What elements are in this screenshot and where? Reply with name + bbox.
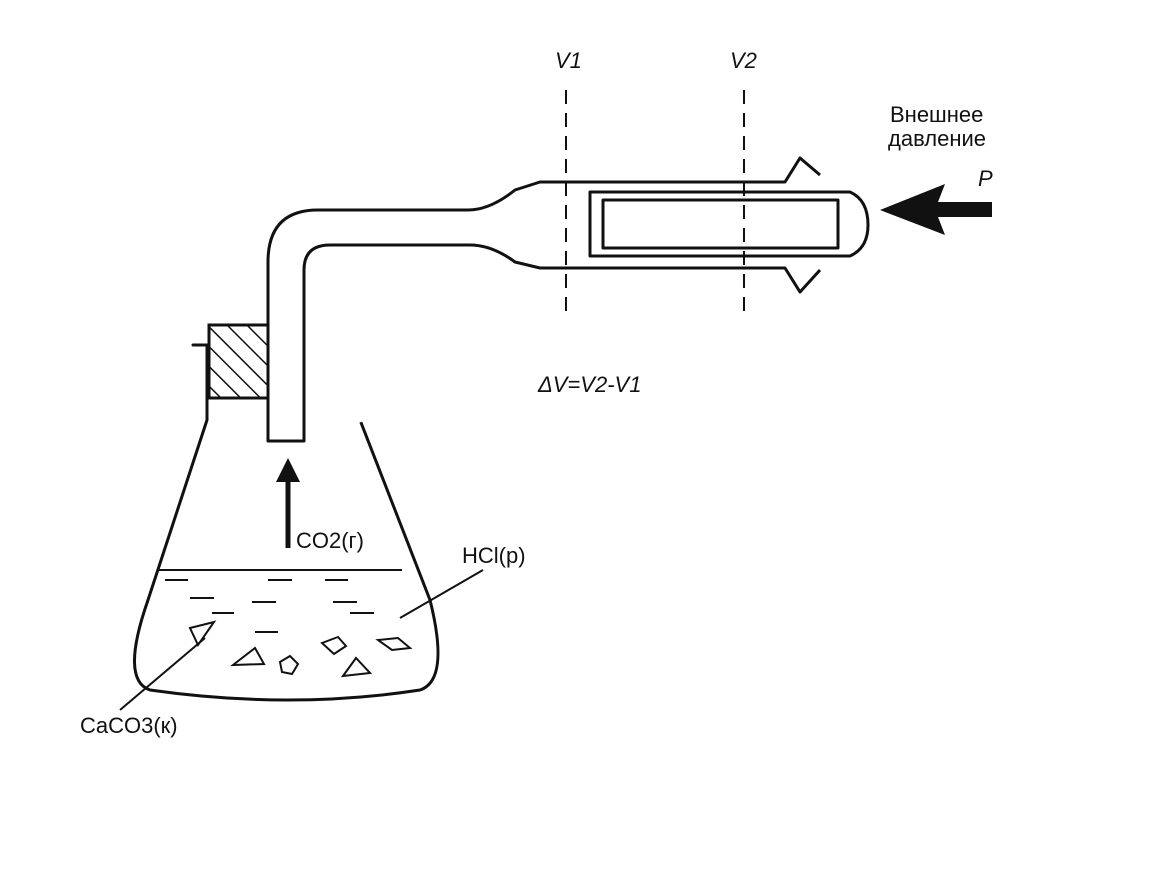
v1-label: V1 [555,48,582,73]
caco3-leader-line [119,637,206,711]
co2-up-arrow [276,458,300,548]
pressure-symbol: P [978,166,993,191]
external-pressure-line2: давление [888,126,986,151]
v2-label: V2 [730,48,757,73]
caco3-crystals [188,620,413,678]
caco3-label: CaCO3(к) [80,713,178,738]
co2-label: CO2(г) [296,528,364,553]
hcl-leader-line [399,569,484,619]
delta-v-formula: ΔV=V2-V1 [537,372,641,397]
pressure-arrow [880,184,992,235]
syringe-piston [588,190,870,258]
hcl-label: HCl(р) [462,543,526,568]
external-pressure-line1: Внешнее [890,102,983,127]
liquid-surface [158,569,402,633]
gas-tube [266,156,822,443]
erlenmeyer-flask [133,343,440,702]
